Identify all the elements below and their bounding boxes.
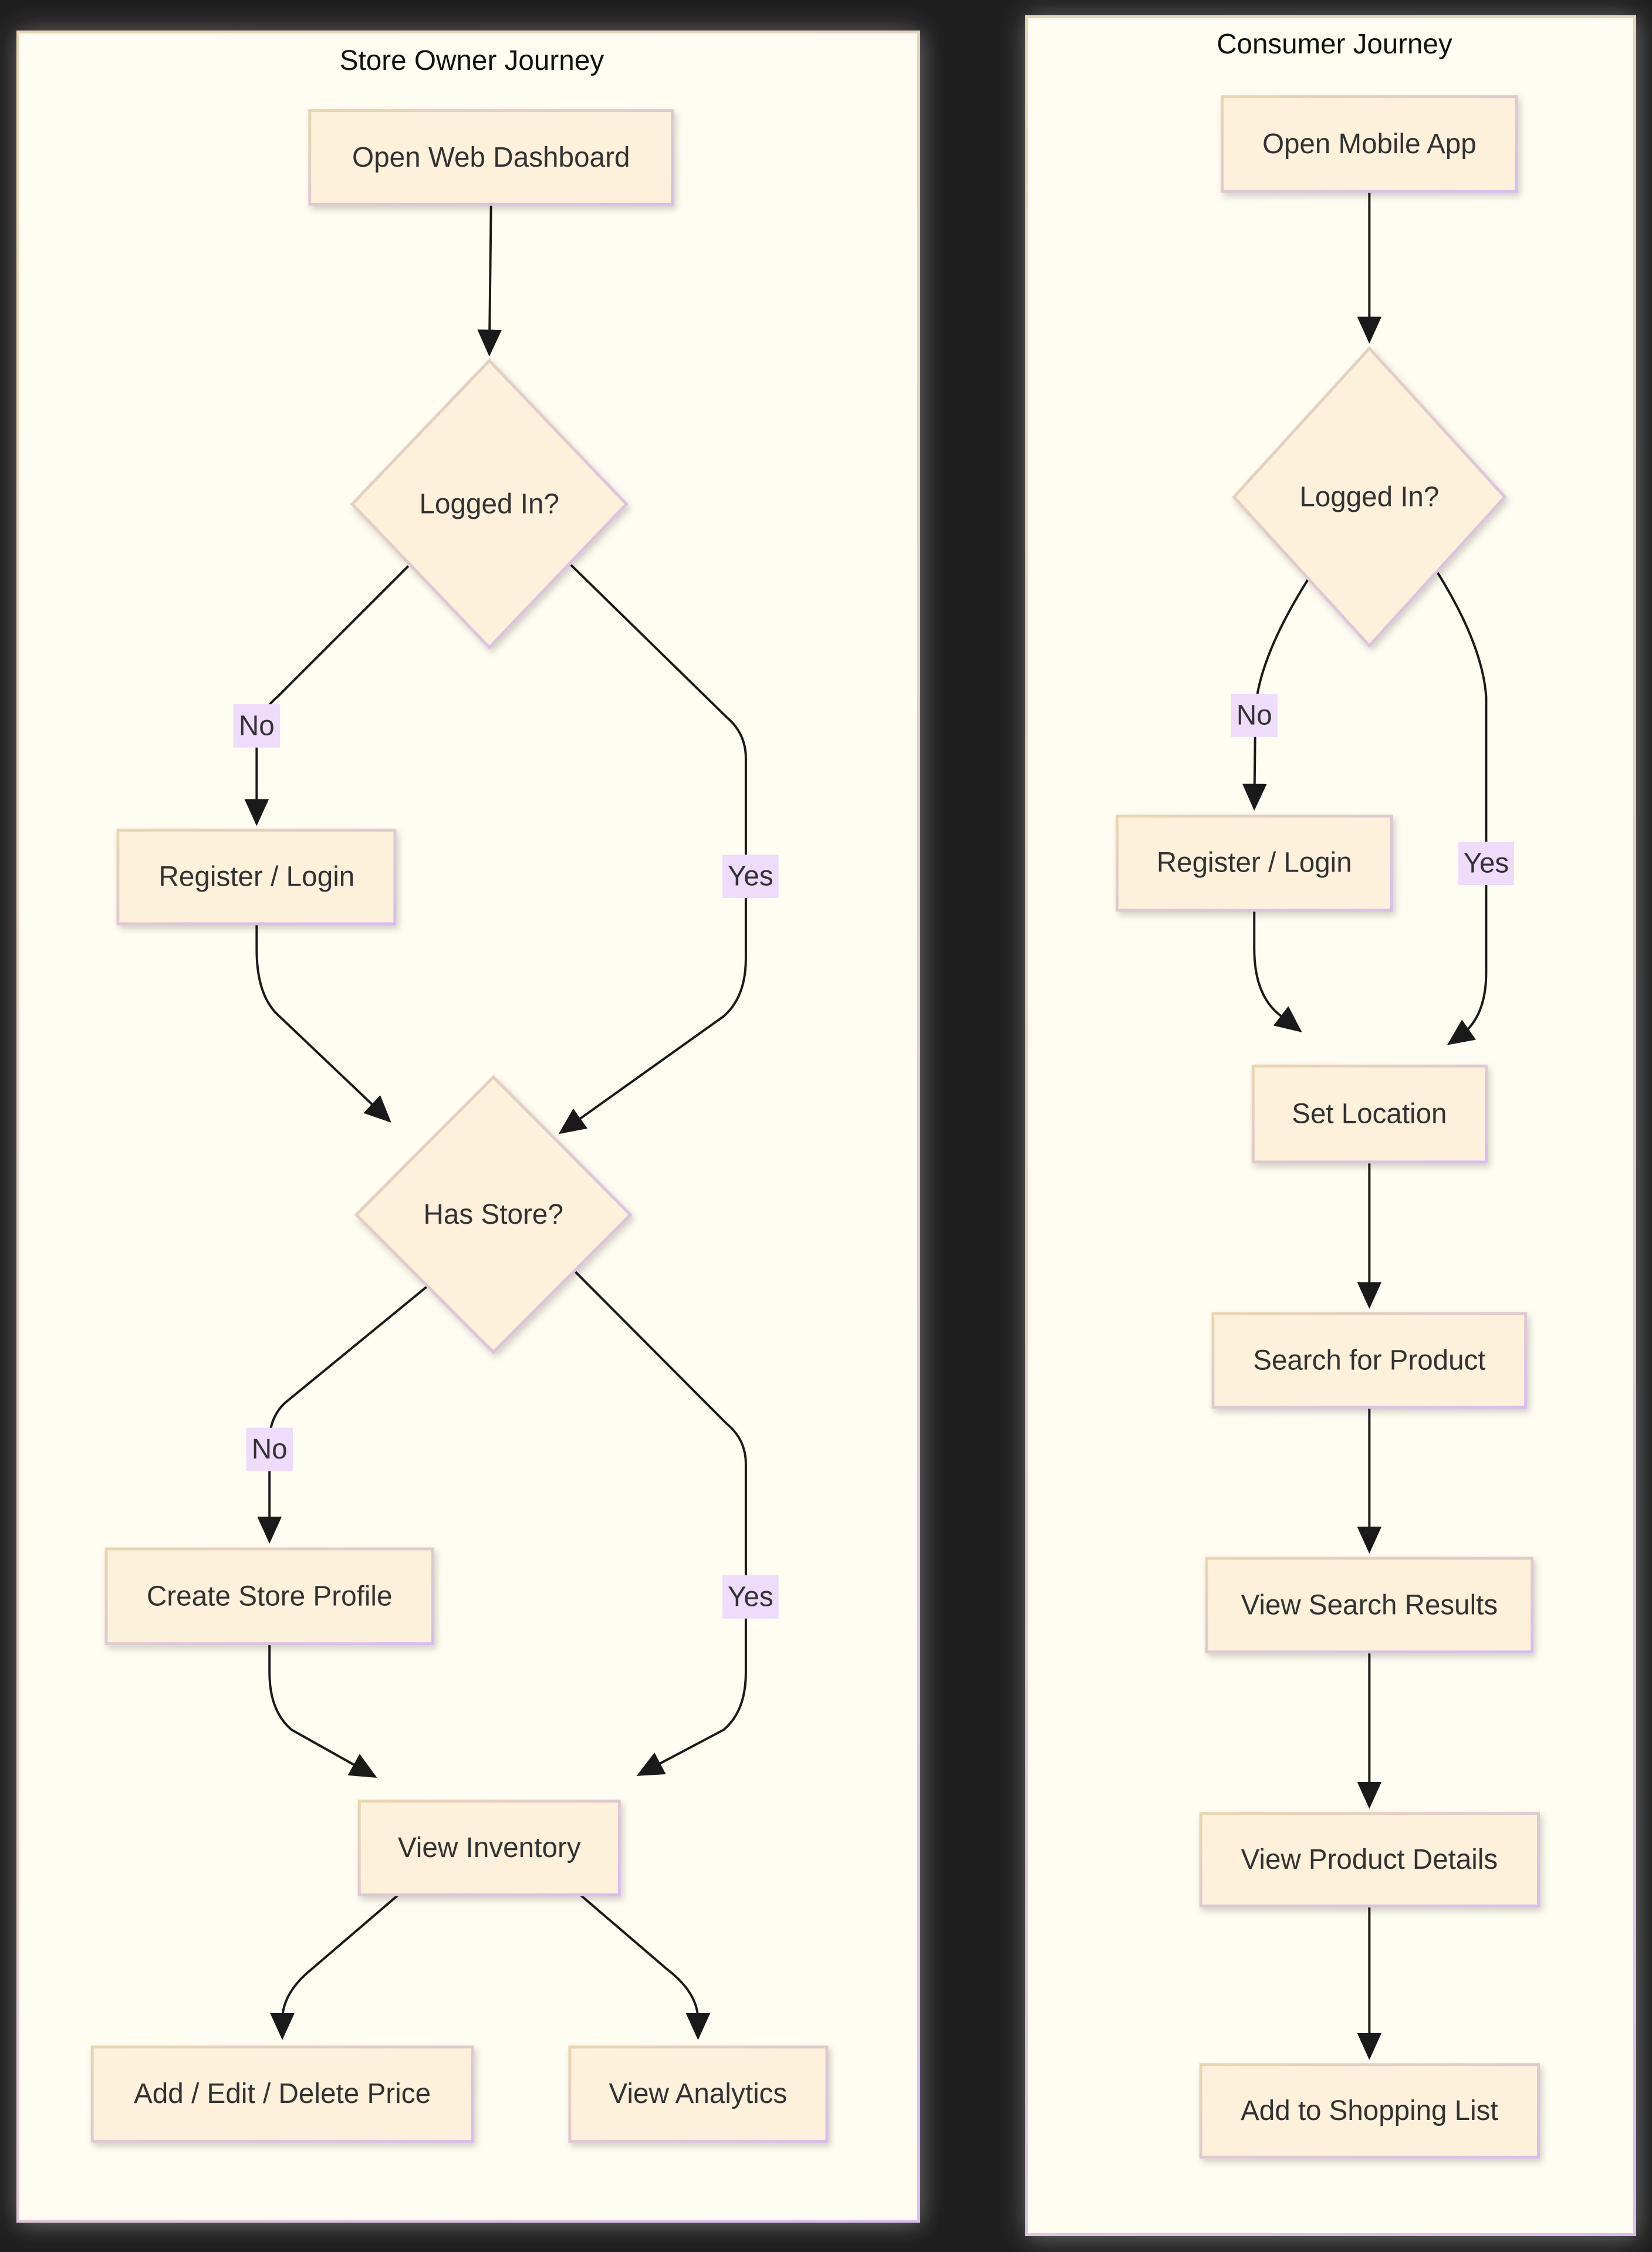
node-set-location: Set Location — [1251, 1064, 1488, 1164]
store-owner-journey-panel: Store Owner Journey No Yes No Yes — [16, 31, 920, 2223]
edge-label-no1-bg — [233, 704, 281, 748]
node-register-login: Register / Login — [116, 828, 397, 926]
node-logged-in-decision: Logged In? — [1232, 346, 1507, 648]
edge-label-no-bg — [1231, 693, 1278, 737]
node-register-login-shape — [1116, 814, 1393, 912]
node-view-analytics-label: View Analytics — [609, 2078, 788, 2109]
edge-hasstore-no-createstore — [257, 1285, 428, 1544]
node-search-for-product-label: Search for Product — [1253, 1345, 1485, 1376]
node-open-mobile-app-shape — [1221, 95, 1518, 193]
edge-label-yes1: Yes — [728, 861, 773, 892]
edge-label-no2-bg — [246, 1427, 293, 1471]
consumer-journey-panel: Consumer Journey No Yes Open Mobile App — [1025, 15, 1636, 2236]
node-has-store-decision: Has Store? — [354, 1075, 633, 1355]
node-view-analytics: View Analytics — [568, 2045, 829, 2143]
right-chart-title: Consumer Journey — [1217, 29, 1452, 60]
right-edge-labels: No Yes — [1231, 693, 1514, 886]
node-create-store-profile-shape — [104, 1547, 434, 1646]
edge-loggedin-yes-hasstore — [558, 564, 747, 1135]
node-view-inventory: View Inventory — [357, 1799, 621, 1896]
left-nodes: Open Web Dashboard Logged In? Register /… — [90, 109, 829, 2143]
edge-loggedin-no-register — [244, 565, 410, 826]
node-has-store-shape — [354, 1075, 633, 1355]
node-add-edit-delete-price-label: Add / Edit / Delete Price — [134, 2078, 431, 2109]
left-edge-labels: No Yes No Yes — [233, 704, 779, 1619]
edge-label-yes2-bg — [722, 1575, 779, 1619]
node-logged-in-label: Logged In? — [419, 488, 559, 519]
node-open-mobile-app: Open Mobile App — [1221, 95, 1518, 193]
node-view-analytics-shape — [568, 2045, 829, 2143]
edge-dashboard-to-loggedin — [477, 204, 502, 357]
node-open-web-dashboard: Open Web Dashboard — [308, 109, 674, 206]
edge-hasstore-yes-inventory — [573, 1270, 747, 1776]
edge-label-yes1-bg — [722, 855, 779, 899]
node-set-location-label: Set Location — [1292, 1098, 1447, 1129]
node-logged-in-shape — [1232, 346, 1507, 648]
node-add-edit-delete-price: Add / Edit / Delete Price — [90, 2045, 474, 2143]
edge-createstore-to-inventory — [268, 1643, 377, 1778]
edge-loggedin-yes-setlocation — [1435, 570, 1488, 1045]
node-search-for-product-shape — [1211, 1312, 1528, 1409]
left-edges — [244, 204, 747, 2040]
node-add-to-shopping-list-shape — [1199, 2063, 1540, 2159]
node-register-login-shape — [116, 828, 397, 926]
consumer-flowchart: Consumer Journey No Yes Open Mobile App — [1116, 29, 1540, 2159]
node-view-product-details-shape — [1199, 1812, 1540, 1907]
node-search-for-product: Search for Product — [1211, 1312, 1528, 1409]
edge-label-no: No — [1237, 700, 1272, 731]
left-chart-title: Store Owner Journey — [340, 45, 604, 76]
edge-register-to-setlocation — [1253, 910, 1302, 1032]
node-register-login-label: Register / Login — [158, 862, 354, 893]
node-has-store-label: Has Store? — [423, 1199, 563, 1230]
node-view-inventory-label: View Inventory — [398, 1832, 581, 1863]
edge-label-yes2: Yes — [728, 1581, 773, 1612]
edge-inventory-to-price — [270, 1893, 400, 2040]
node-view-search-results: View Search Results — [1205, 1557, 1534, 1654]
node-logged-in-shape — [350, 358, 629, 650]
node-view-inventory-shape — [357, 1799, 621, 1896]
node-open-web-dashboard-label: Open Web Dashboard — [352, 142, 630, 173]
node-open-mobile-app-label: Open Mobile App — [1262, 129, 1477, 160]
node-logged-in-label: Logged In? — [1299, 481, 1439, 512]
node-view-product-details: View Product Details — [1199, 1812, 1540, 1907]
node-view-search-results-shape — [1205, 1557, 1534, 1654]
node-open-web-dashboard-shape — [308, 109, 674, 206]
node-add-to-shopping-list-label: Add to Shopping List — [1241, 2095, 1498, 2126]
node-set-location-shape — [1251, 1064, 1488, 1164]
edge-label-no2: No — [252, 1434, 288, 1465]
node-add-to-shopping-list: Add to Shopping List — [1199, 2063, 1540, 2159]
right-nodes: Open Mobile App Logged In? Register / Lo… — [1116, 95, 1540, 2159]
edge-inventory-to-analytics — [579, 1893, 711, 2040]
node-logged-in-decision: Logged In? — [350, 358, 629, 650]
node-add-edit-delete-price-shape — [90, 2045, 474, 2143]
node-view-product-details-label: View Product Details — [1241, 1844, 1498, 1875]
edge-label-yes-bg — [1458, 842, 1514, 886]
node-view-search-results-label: View Search Results — [1241, 1589, 1498, 1620]
node-create-store-profile-label: Create Store Profile — [147, 1581, 393, 1612]
right-edges — [1242, 191, 1488, 2060]
edge-register-to-hasstore — [255, 923, 391, 1123]
node-create-store-profile: Create Store Profile — [104, 1547, 434, 1646]
store-owner-flowchart: Store Owner Journey No Yes No Yes — [90, 45, 829, 2143]
node-register-login: Register / Login — [1116, 814, 1393, 912]
edge-label-yes: Yes — [1464, 848, 1509, 879]
node-register-login-label: Register / Login — [1157, 848, 1352, 879]
edge-label-no1: No — [239, 710, 275, 741]
